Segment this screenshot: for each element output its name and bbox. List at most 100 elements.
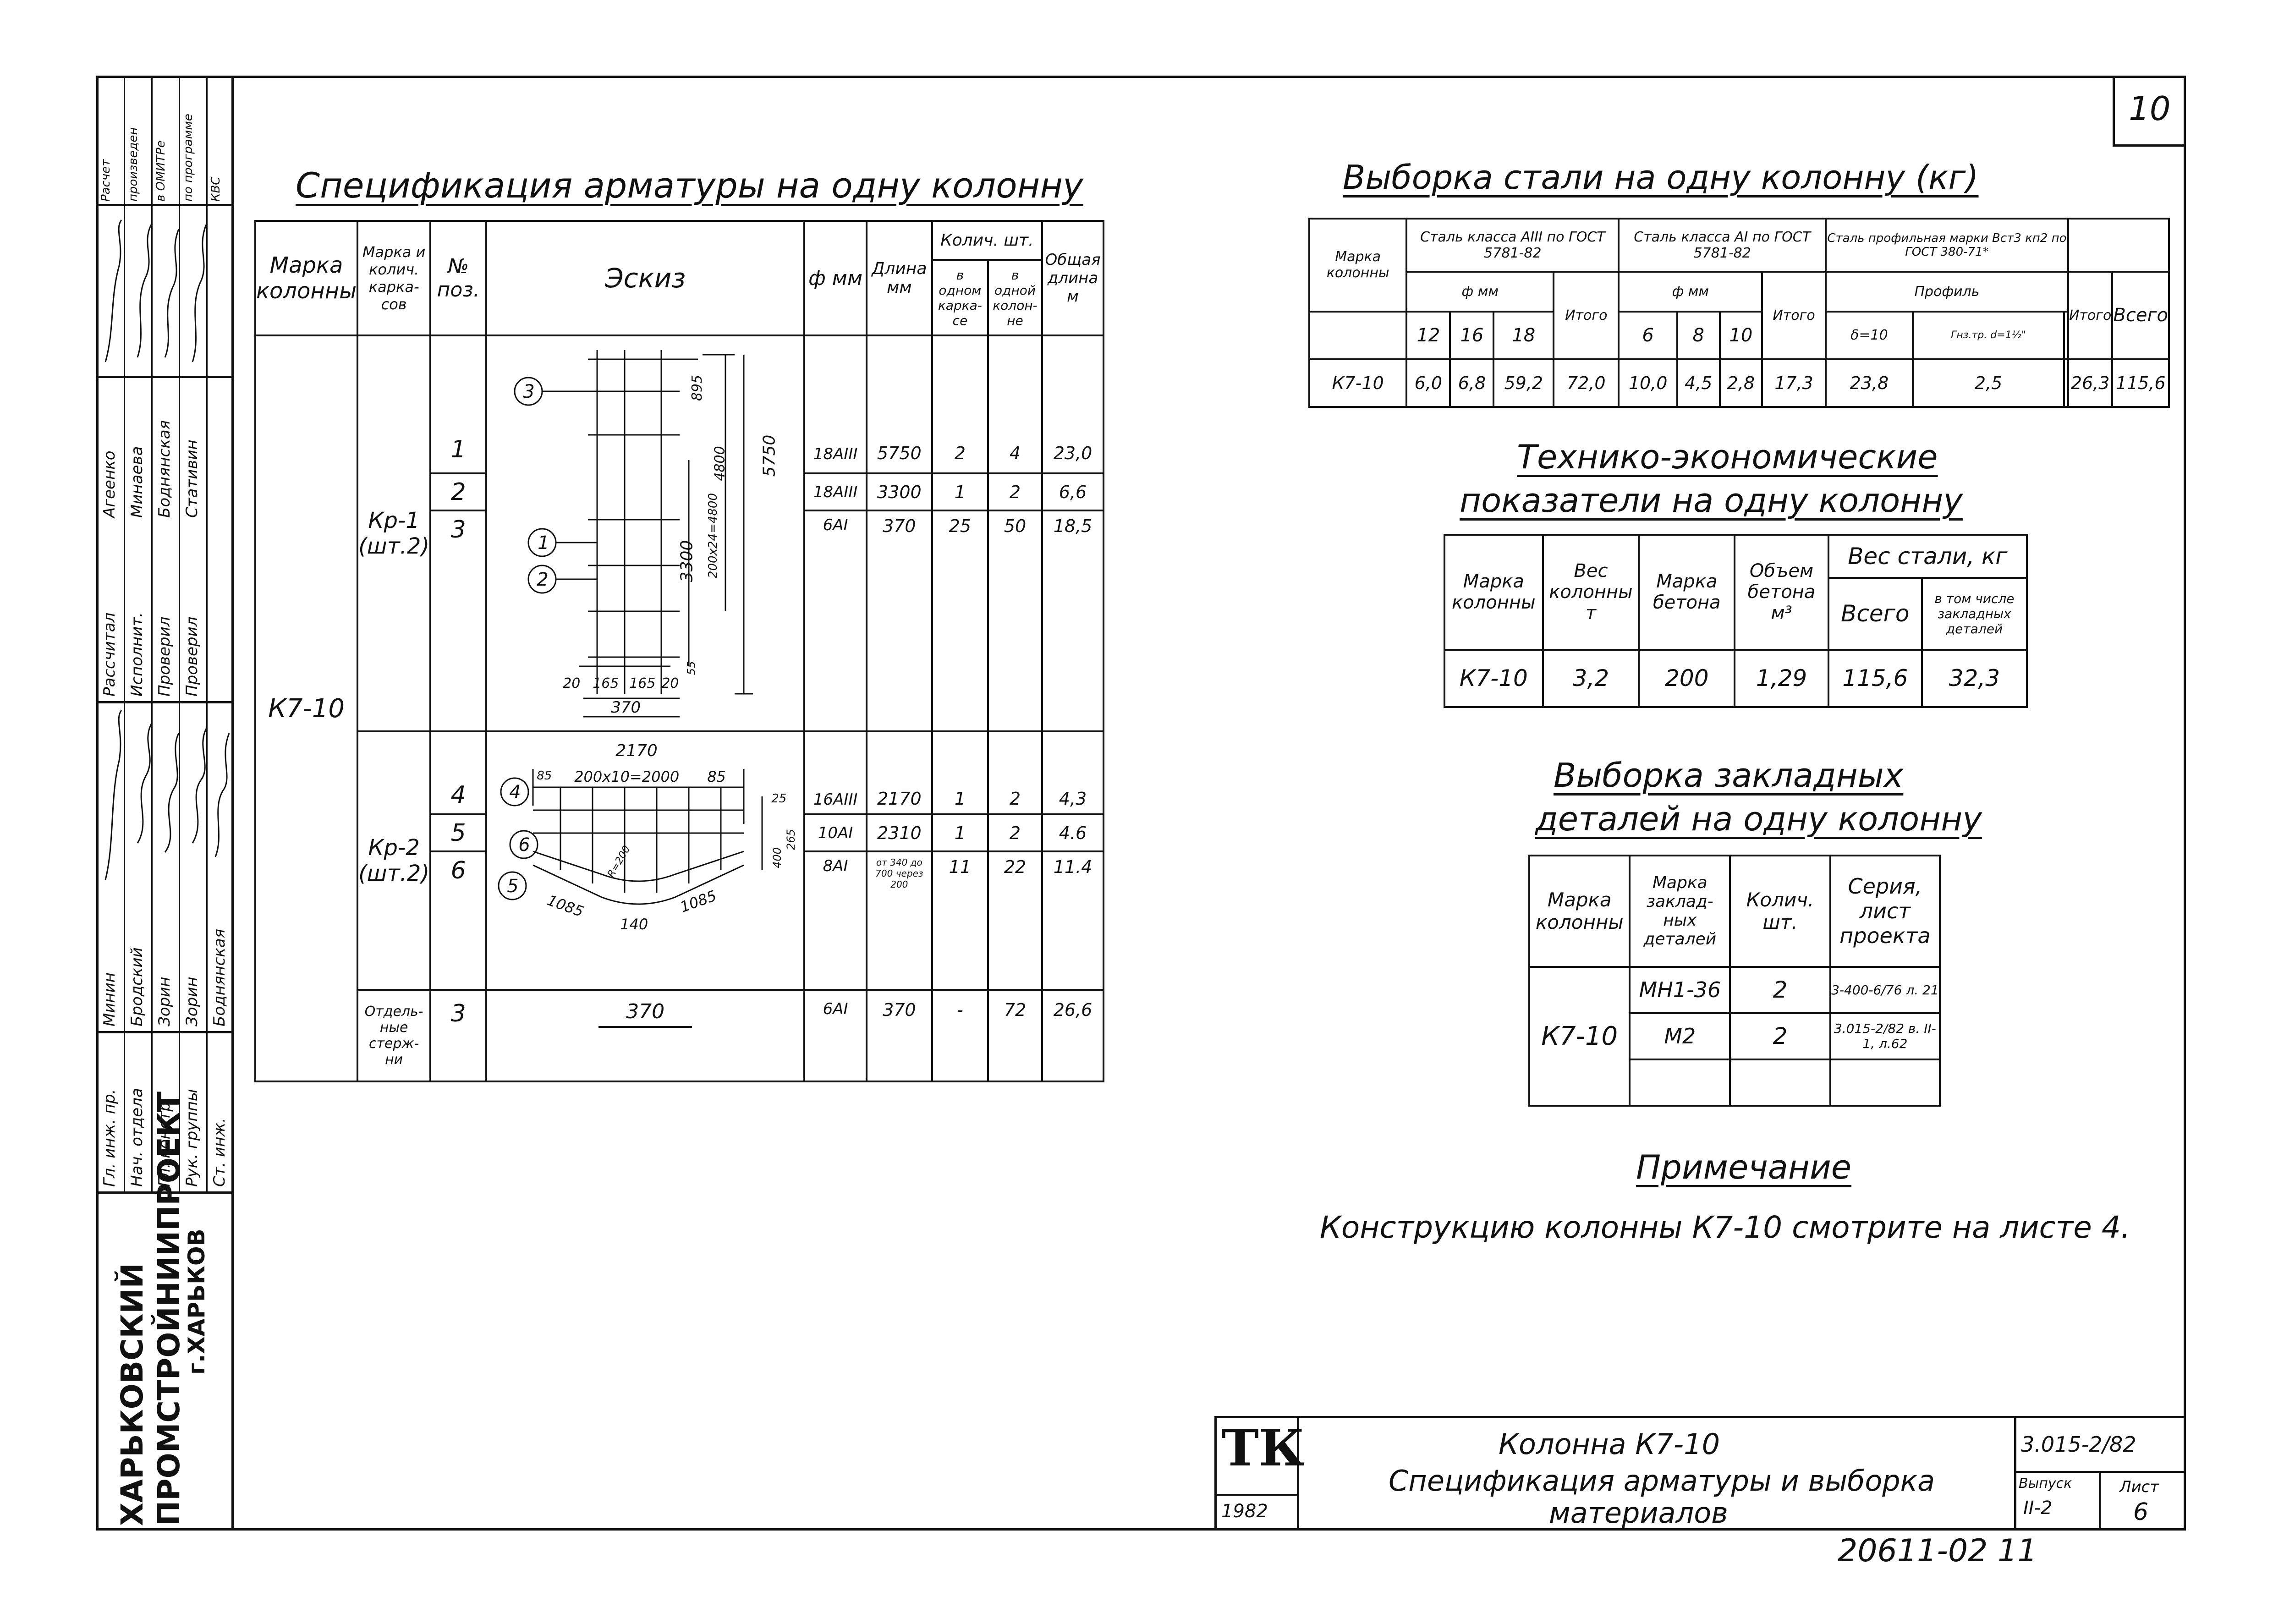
steel-cell: 2,8	[1718, 358, 1763, 408]
sidebar-col-line	[206, 76, 208, 1194]
steel-cell	[2063, 358, 2069, 408]
role: Рассчитал	[100, 612, 119, 697]
emb-h-mark: Марка колонны	[1528, 855, 1631, 968]
dia: 18AIII	[813, 483, 858, 501]
pos: 2	[450, 478, 466, 506]
steel-sub: Итого	[1761, 270, 1827, 360]
sidebar-line	[96, 376, 234, 378]
dia: 6AI	[823, 516, 848, 534]
steel-sub: 10	[1718, 310, 1763, 360]
emb-part: М2	[1664, 1024, 1696, 1049]
q2: 2	[1009, 823, 1021, 843]
dia-cell: 16AIII	[803, 730, 867, 816]
dia: 8AI	[823, 856, 848, 875]
pos: 5	[450, 819, 466, 847]
dim: 20	[661, 675, 679, 691]
tech-value: 200	[1665, 665, 1709, 692]
steel-sub-text: Итого	[2069, 307, 2112, 324]
sheet-number-box	[2113, 76, 2186, 147]
emb-mark-cell: К7-10	[1528, 966, 1631, 1107]
steel-h-a3-text: Сталь класса AIII по ГОСТ 5781-82	[1420, 229, 1605, 261]
dim: 4800	[712, 446, 728, 481]
dim: 2170	[615, 741, 658, 760]
emb-cell: 3-400-6/76 л. 21	[1829, 966, 1941, 1014]
tech-value: К7-10	[1459, 665, 1528, 692]
q1: 25	[949, 516, 972, 536]
dim: 165	[629, 675, 656, 691]
emb-cell: 2	[1729, 966, 1831, 1014]
tech-h-weight: Вес колонны т	[1542, 534, 1640, 651]
total-cell: 4,3	[1041, 730, 1104, 816]
dim: 200x10=2000	[574, 768, 680, 785]
stamp-issue: II-2	[2023, 1498, 2053, 1519]
stamp-vline	[1297, 1416, 1299, 1531]
tech-title-2: показатели на одну колонну	[1460, 481, 1963, 520]
emb-cell: МН1-36	[1629, 966, 1731, 1014]
spec-header-qty-one-text: в одном карка- се	[938, 267, 982, 328]
column-mark: К7-10	[268, 693, 345, 724]
stamp-vline	[1214, 1416, 1217, 1531]
total-cell: 23,0	[1041, 334, 1104, 475]
q1: 11	[949, 856, 972, 877]
spec-header-dia-text: ф мм	[808, 266, 863, 290]
dim: 20	[563, 675, 581, 691]
frame-cell: Кр-1 (шт.2)	[357, 335, 432, 732]
tech-cell: 1,29	[1734, 648, 1829, 708]
total: 26,6	[1053, 1000, 1093, 1020]
steel-value: 4,5	[1684, 373, 1713, 393]
sidebar-col-line	[151, 76, 153, 1194]
stamp-title-3: материалов	[1549, 1496, 1728, 1530]
steel-cell: 2,5	[1911, 358, 2065, 408]
pos: 1	[450, 436, 466, 464]
sketch-cell-2: 4 6 5 2170 85 200x10=2000 85 25 400 265 …	[485, 730, 806, 991]
spec-title: Спецификация арматуры на одну колонну	[296, 165, 1083, 206]
pos-cell: 4	[429, 730, 488, 816]
spec-header-frame: Марка и колич. карка- сов	[357, 220, 432, 336]
stamp-title-2: Спецификация арматуры и выборка	[1389, 1464, 1935, 1498]
total: 23,0	[1053, 443, 1093, 464]
name: Минаева	[128, 446, 146, 518]
len-cell: 5750	[865, 334, 933, 475]
steel-sub-text: Итого	[1773, 307, 1815, 324]
q2: 72	[1004, 1000, 1027, 1020]
dia: 18AIII	[813, 445, 858, 464]
archive-number: 20611-02 11	[1838, 1533, 2037, 1569]
emb-cell-empty	[1829, 1058, 1941, 1107]
q2-cell: 2	[987, 813, 1043, 852]
steel-cell: 59,2	[1493, 358, 1555, 408]
steel-sub: 6	[1618, 310, 1678, 360]
emb-mark: К7-10	[1541, 1021, 1618, 1051]
sketch-marker: 5	[507, 876, 519, 897]
steel-sub: 12	[1406, 310, 1451, 360]
steel-value: К7-10	[1332, 373, 1384, 393]
spec-header-total-text: Общая длина м	[1045, 251, 1101, 306]
sketch-frame-2	[498, 769, 763, 905]
steel-cell: 23,8	[1824, 358, 1914, 408]
tech-h-incl-text: в том числе закладных деталей	[1934, 591, 2015, 636]
role: Исполнит.	[128, 612, 146, 697]
sketch-marker: 3	[523, 381, 535, 402]
tech-h-incl: в том числе закладных деталей	[1921, 577, 2028, 651]
dim: 200x24=4800	[706, 493, 720, 579]
stamp-sheet: 6	[2133, 1498, 2149, 1526]
tech-cell: К7-10	[1444, 648, 1544, 708]
name: Боднянская	[155, 420, 174, 518]
tech-h-mark: Марка колонны	[1444, 534, 1544, 651]
steel-value: 2,5	[1974, 373, 2003, 393]
spec-table: Марка колонны Марка и колич. карка- сов …	[254, 220, 1104, 1082]
tech-h-all-text: Всего	[1841, 600, 1910, 627]
emb-series: 3.015-2/82 в. II-1, л.62	[1834, 1021, 1936, 1052]
stamp-vline	[2099, 1471, 2101, 1531]
emb-cell: 3.015-2/82 в. II-1, л.62	[1829, 1012, 1941, 1060]
len-cell: 2310	[865, 813, 933, 852]
emb-qty: 2	[1773, 977, 1788, 1004]
steel-h-a1-text: Сталь класса AI по ГОСТ 5781-82	[1634, 229, 1811, 261]
dim: 85	[537, 769, 552, 783]
tech-value: 32,3	[1949, 665, 2000, 692]
pos-cell: 3	[429, 989, 488, 1082]
role: Гл. констр.	[155, 1097, 174, 1187]
spec-header-len-text: Длина мм	[872, 259, 927, 297]
total-cell: 4.6	[1041, 813, 1104, 852]
emb-series: 3-400-6/76 л. 21	[1831, 982, 1939, 998]
emb-h-qty: Колич. шт.	[1729, 855, 1831, 968]
